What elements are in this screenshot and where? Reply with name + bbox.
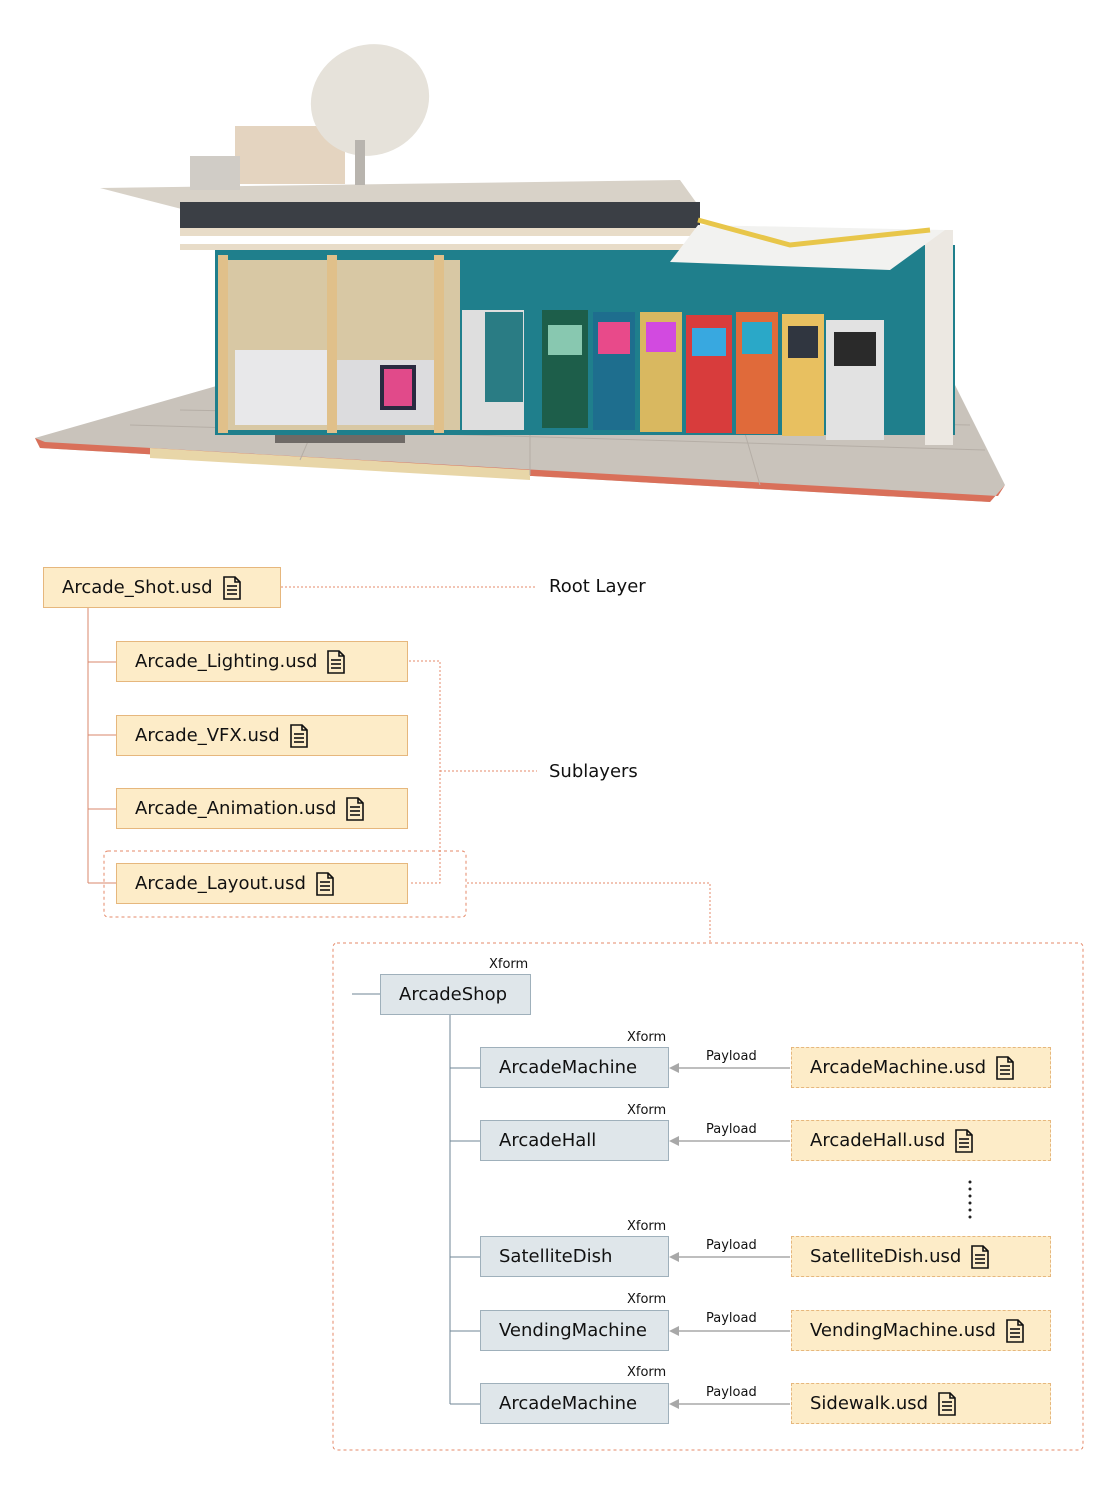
payload-filename: Sidewalk.usd <box>810 1393 929 1414</box>
prim-name: ArcadeMachine <box>499 1393 638 1414</box>
arc-type-label: Payload <box>706 1385 757 1400</box>
payload-file[interactable]: Sidewalk.usd <box>791 1383 1051 1424</box>
sublayer-filename: Arcade_Animation.usd <box>135 798 337 819</box>
root-layer-label: Root Layer <box>549 576 646 597</box>
child-prim[interactable]: ArcadeMachine <box>480 1383 669 1424</box>
prim-name: ArcadeMachine <box>499 1057 638 1078</box>
payload-filename: ArcadeMachine.usd <box>810 1057 987 1078</box>
document-icon <box>996 1055 1014 1080</box>
prim-name: ArcadeShop <box>399 984 508 1005</box>
child-prim[interactable]: VendingMachine <box>480 1310 669 1351</box>
sublayer-filename: Arcade_Layout.usd <box>135 873 306 894</box>
prim-type-tag: Xform <box>627 1030 667 1045</box>
sublayers-label: Sublayers <box>549 761 638 782</box>
document-icon <box>971 1244 990 1269</box>
sublayer-file-lighting[interactable]: Arcade_Lighting.usd <box>116 641 408 682</box>
payload-file[interactable]: SatelliteDish.usd <box>791 1236 1051 1277</box>
sublayer-filename: Arcade_VFX.usd <box>135 725 280 746</box>
root-prim[interactable]: ArcadeShop <box>380 974 531 1015</box>
document-icon <box>327 649 346 674</box>
prim-type-tag: Xform <box>627 1365 667 1380</box>
arc-type-label: Payload <box>706 1311 757 1326</box>
document-icon <box>955 1128 974 1153</box>
prim-type-tag: Xform <box>627 1219 667 1234</box>
arcade-shop-illustration <box>35 44 1005 502</box>
payload-file[interactable]: ArcadeMachine.usd <box>791 1047 1051 1088</box>
payload-file[interactable]: VendingMachine.usd <box>791 1310 1051 1351</box>
child-prim[interactable]: ArcadeHall <box>480 1120 669 1161</box>
arc-type-label: Payload <box>706 1238 757 1253</box>
root-layer-file[interactable]: Arcade_Shot.usd <box>43 567 281 608</box>
document-icon <box>222 575 241 600</box>
document-icon <box>316 871 334 896</box>
prim-name: VendingMachine <box>499 1320 648 1341</box>
ellipsis-dots <box>968 1180 972 1219</box>
document-icon <box>289 723 308 748</box>
prim-type-tag: Xform <box>627 1103 667 1118</box>
sublayer-filename: Arcade_Lighting.usd <box>135 651 318 672</box>
sublayer-file-vfx[interactable]: Arcade_VFX.usd <box>116 715 408 756</box>
document-icon <box>1006 1318 1024 1343</box>
payload-filename: SatelliteDish.usd <box>810 1246 962 1267</box>
arc-type-label: Payload <box>706 1049 757 1064</box>
prim-type-tag: Xform <box>627 1292 667 1307</box>
payload-file[interactable]: ArcadeHall.usd <box>791 1120 1051 1161</box>
payload-filename: ArcadeHall.usd <box>810 1130 946 1151</box>
prim-type-tag: Xform <box>489 957 529 972</box>
sublayer-file-layout[interactable]: Arcade_Layout.usd <box>116 863 408 904</box>
child-prim[interactable]: SatelliteDish <box>480 1236 669 1277</box>
document-icon <box>346 796 365 821</box>
child-prim[interactable]: ArcadeMachine <box>480 1047 669 1088</box>
arc-type-label: Payload <box>706 1122 757 1137</box>
prim-name: ArcadeHall <box>499 1130 597 1151</box>
sublayer-file-animation[interactable]: Arcade_Animation.usd <box>116 788 408 829</box>
document-icon <box>938 1391 956 1416</box>
payload-filename: VendingMachine.usd <box>810 1320 996 1341</box>
prim-name: SatelliteDish <box>499 1246 613 1267</box>
root-layer-filename: Arcade_Shot.usd <box>62 577 213 598</box>
